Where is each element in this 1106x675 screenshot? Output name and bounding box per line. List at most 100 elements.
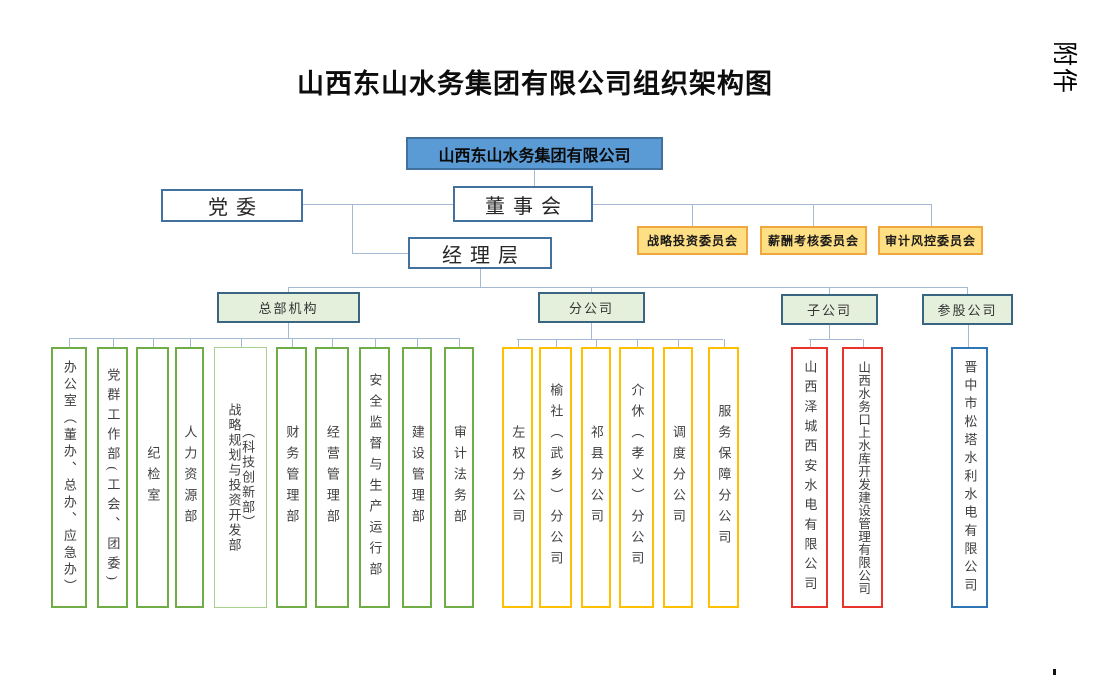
management-label: 经理层 [442,244,526,267]
connector-line [352,253,408,254]
connector-line [153,338,154,347]
branches-node: 榆社（武乡）分公司 [539,347,572,608]
hq-node: 人力资源部 [175,347,204,608]
branches-node: 介休（孝义）分公司 [619,347,654,608]
group-header-affiliates: 参股公司 [922,294,1013,325]
hq-node-label: 纪检室 [145,446,161,509]
connector-line [292,338,293,347]
connector-line [241,338,242,347]
branches-node: 祁县分公司 [581,347,611,608]
connector-line [288,287,967,288]
connector-line [556,339,557,347]
hq-node-label: 党群工作部(工会、团委) [105,368,121,587]
connector-line [288,287,289,292]
branches-node-label: 榆社（武乡）分公司 [548,383,564,572]
connector-line [863,339,864,347]
hq-node: 经营管理部 [315,347,349,608]
connector-line [332,338,333,347]
attachment-label: 附件 [1050,40,1077,95]
subsidiaries-node-label: 山西泽城西安水电有限公司 [802,359,818,596]
connector-line [534,170,535,186]
connector-line [352,204,353,253]
board-node: 董事会 [453,186,593,222]
group-header-hq: 总部机构 [217,292,360,323]
group-header-label: 参股公司 [937,303,998,318]
branches-node-label: 左权分公司 [510,425,526,530]
hq-node: 安全监督与生产运行部 [359,347,390,608]
subsidiaries-node: 山西水务口上水库开发建设管理有限公司 [842,347,883,608]
connector-line [288,323,289,338]
branches-node: 左权分公司 [502,347,533,608]
connector-line [967,287,968,294]
connector-line [517,339,723,340]
connector-line [813,204,814,226]
connector-line [303,204,453,205]
chart-title: 山西东山水务集团有限公司组织架构图 [297,69,773,99]
connector-line [596,339,597,347]
connector-line [724,339,725,347]
board-label: 董事会 [485,195,569,218]
subsidiaries-node-label: 山西水务口上水库开发建设管理有限公司 [856,360,871,595]
party-committee-label: 党委 [208,197,264,219]
connector-line [637,339,638,347]
connector-line [809,339,862,340]
branches-node-label: 服务保障分公司 [716,404,732,551]
group-header-label: 子公司 [806,303,852,318]
management-node: 经理层 [408,237,552,269]
branches-node-label: 调度分公司 [670,425,686,530]
hq-node: 办公室（董办、总办、应急办） [51,347,87,608]
branches-node-label: 祁县分公司 [588,425,604,530]
connector-line [417,338,418,347]
hq-node: 纪检室 [136,347,169,608]
hq-node: 党群工作部(工会、团委) [97,347,128,608]
hq-node: 财务管理部 [276,347,307,608]
connector-line [190,338,191,347]
connector-line [931,204,932,226]
affiliates-node-label: 晋中市松塔水利水电有限公司 [962,359,978,596]
hq-node-label: 建设管理部 [409,425,425,530]
hq-node: 审计法务部 [444,347,474,608]
hq-node-label: 人力资源部 [182,425,198,530]
connector-line [480,269,481,287]
connector-line [591,323,592,339]
hq-node-label: 经营管理部 [324,425,340,530]
committee-label: 薪酬考核委员会 [767,234,859,248]
hq-node: 战略规划与投资开发部（科技创新部） [214,347,267,608]
connector-line [810,339,811,347]
group-header-label: 分公司 [568,301,614,316]
party-committee-node: 党委 [161,189,303,222]
connector-line [829,287,830,294]
group-header-subsidiaries: 子公司 [781,294,878,325]
connector-line [591,287,592,292]
committee-label: 审计风控委员会 [884,234,976,248]
hq-node-label: 财务管理部 [284,425,300,530]
branches-node: 调度分公司 [663,347,693,608]
committee-label: 战略投资委员会 [646,234,738,248]
connector-line [69,338,459,339]
connector-line [518,339,519,347]
hq-node: 建设管理部 [402,347,432,608]
connector-line [459,338,460,347]
hq-node-label: 战略规划与投资开发部（科技创新部） [226,402,256,553]
connector-line [968,325,969,347]
connector-line [678,339,679,347]
committee-node: 战略投资委员会 [637,226,748,255]
hq-node-label: 安全监督与生产运行部 [367,372,383,583]
committee-node: 审计风控委员会 [878,226,983,255]
hq-node-label: 办公室（董办、总办、应急办） [61,359,77,596]
subsidiaries-node: 山西泽城西安水电有限公司 [791,347,828,608]
connector-line [375,338,376,347]
connector-line [692,204,693,226]
connector-line [113,338,114,347]
committee-node: 薪酬考核委员会 [760,226,867,255]
root-company-node: 山西东山水务集团有限公司 [406,137,663,170]
connector-line [69,338,70,347]
hq-node-label: 审计法务部 [451,425,467,530]
branches-node-label: 介休（孝义）分公司 [629,383,645,572]
branches-node: 服务保障分公司 [708,347,739,608]
affiliates-node: 晋中市松塔水利水电有限公司 [951,347,988,608]
group-header-label: 总部机构 [258,301,319,316]
root-company-label: 山西东山水务集团有限公司 [438,147,631,165]
group-header-branches: 分公司 [538,292,645,323]
